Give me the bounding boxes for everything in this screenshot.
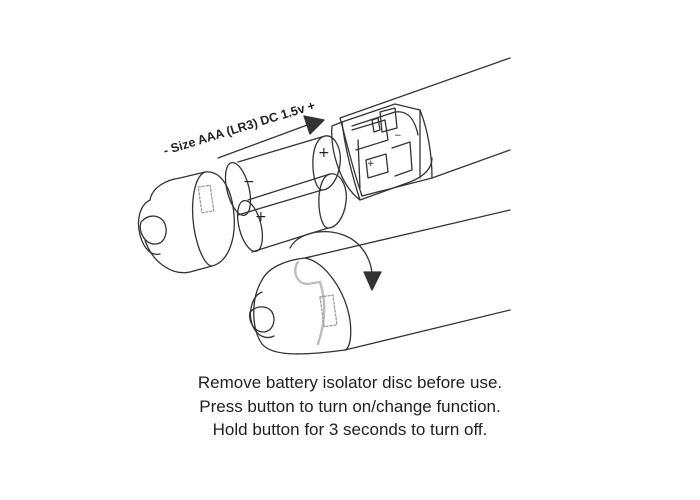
rotate-direction-arrow (289, 231, 382, 291)
removed-end-cap (137, 171, 235, 274)
aaa-battery-top (224, 135, 341, 216)
instruction-line-2: Press button to turn on/change function. (199, 397, 501, 416)
aaa-battery-bottom (236, 173, 347, 253)
bottom-battery-plus-symbol: + (255, 209, 267, 225)
battery-contact-end (331, 103, 433, 201)
instruction-line-1: Remove battery isolator disc before use. (197, 373, 503, 392)
power-button-icon (249, 306, 275, 333)
top-battery-plus-symbol: + (318, 145, 330, 161)
battery-spec-label: - Size AAA (LR3) DC 1.5v + (162, 98, 317, 158)
instruction-line-3: Hold button for 3 seconds to turn off. (212, 420, 488, 439)
isolator-disc (294, 260, 326, 346)
top-battery-minus-symbol: − (243, 174, 255, 190)
contact-plus-symbol: + (367, 159, 375, 169)
contact-minus-symbol: − (394, 131, 402, 141)
insert-direction-arrow (217, 115, 325, 159)
lower-tube-assembled (249, 209, 511, 355)
power-button-icon (139, 215, 167, 245)
upper-tube-body (339, 57, 511, 197)
